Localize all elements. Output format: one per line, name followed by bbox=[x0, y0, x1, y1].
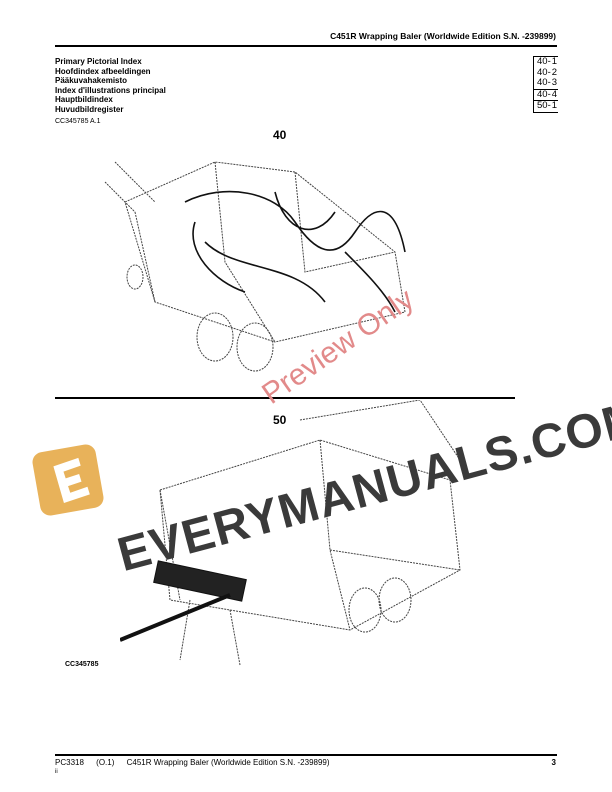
page-number: 3 bbox=[551, 758, 556, 767]
index-title: Primary Pictorial Index bbox=[55, 57, 142, 66]
index-title: Huvudbildregister bbox=[55, 104, 124, 114]
footer-title: C451R Wrapping Baler (Worldwide Edition … bbox=[126, 758, 330, 767]
footer-code: PC3318 bbox=[55, 758, 84, 767]
index-ref[interactable]: 50-1 bbox=[534, 100, 558, 112]
index-ref[interactable]: 40-1 bbox=[537, 56, 557, 67]
index-title: Index d'illustrations principal bbox=[55, 85, 166, 95]
baler-driveline-illustration bbox=[120, 400, 461, 666]
index-title: Hoofdindex afbeeldingen bbox=[55, 66, 151, 76]
footer-info: PC3318 (O.1) C451R Wrapping Baler (World… bbox=[55, 758, 340, 767]
index-title: Pääkuvahakemisto bbox=[55, 76, 128, 86]
index-ref[interactable]: 40-2 bbox=[537, 66, 557, 78]
baler-wiring-illustration bbox=[104, 161, 406, 372]
footer-rule bbox=[55, 754, 557, 756]
footer-sub: ii bbox=[55, 769, 58, 775]
figure-label-40: 40 bbox=[273, 128, 287, 142]
figure-code: CC345785 bbox=[65, 661, 99, 668]
figure-label-50: 50 bbox=[273, 413, 287, 427]
footer-rev: (O.1) bbox=[96, 758, 115, 767]
document-title: C451R Wrapping Baler (Worldwide Edition … bbox=[330, 31, 556, 41]
index-ref[interactable]: 40-3 bbox=[537, 77, 557, 88]
index-title: Hauptbildindex bbox=[55, 95, 113, 105]
everymanuals-logo bbox=[32, 444, 104, 516]
header-rule bbox=[55, 45, 557, 47]
image-reference: CC345785 A.1 bbox=[55, 118, 101, 125]
index-ref[interactable]: 40-4 bbox=[534, 88, 558, 101]
index-reference-box: 40-1 40-2 40-3 40-4 50-1 bbox=[533, 56, 558, 113]
index-titles: Primary Pictorial Index Hoofdindex afbee… bbox=[55, 57, 166, 115]
figure-divider bbox=[55, 397, 515, 399]
